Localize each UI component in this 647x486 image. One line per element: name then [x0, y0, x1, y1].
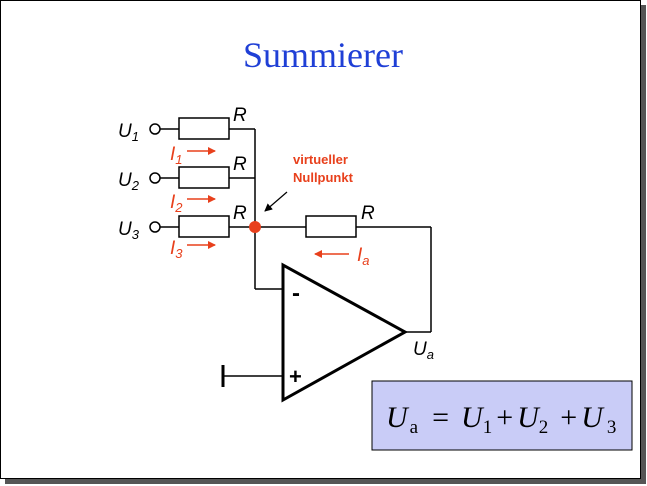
annotation-line-1: virtueller [293, 152, 348, 167]
resistor-label-1: R [233, 105, 247, 126]
resistor-1 [178, 117, 230, 140]
slide: Summierer - + U1 U2 U3 R R R R [0, 0, 641, 479]
resistor-2 [178, 166, 230, 189]
current-label-3: I3 [170, 238, 183, 261]
input-label-1: U1 [118, 121, 139, 144]
opamp-minus-sign: - [292, 280, 300, 307]
output-label: Ua [413, 339, 434, 362]
current-label-2: I2 [170, 192, 183, 215]
annotation-arrow [264, 191, 288, 212]
formula-box [371, 380, 633, 451]
feedback-resistor-label: R [361, 203, 375, 224]
input-terminal-3 [149, 221, 161, 233]
resistor-3 [178, 215, 230, 238]
opamp-triangle [281, 262, 409, 403]
page-title: Summierer [243, 35, 403, 75]
input-label-2: U2 [118, 170, 140, 193]
input-terminal-2 [149, 172, 161, 184]
feedback-resistor [305, 215, 357, 238]
opamp-plus-sign: + [289, 364, 302, 389]
current-label-1: I1 [170, 144, 183, 167]
annotation-line-2: Nullpunkt [293, 170, 354, 185]
resistor-label-3: R [233, 203, 247, 224]
input-label-3: U3 [118, 219, 140, 242]
virtual-ground-node [249, 221, 261, 233]
resistor-label-2: R [233, 154, 247, 175]
input-terminal-1 [149, 123, 161, 135]
current-label-a: Ia [357, 245, 370, 268]
